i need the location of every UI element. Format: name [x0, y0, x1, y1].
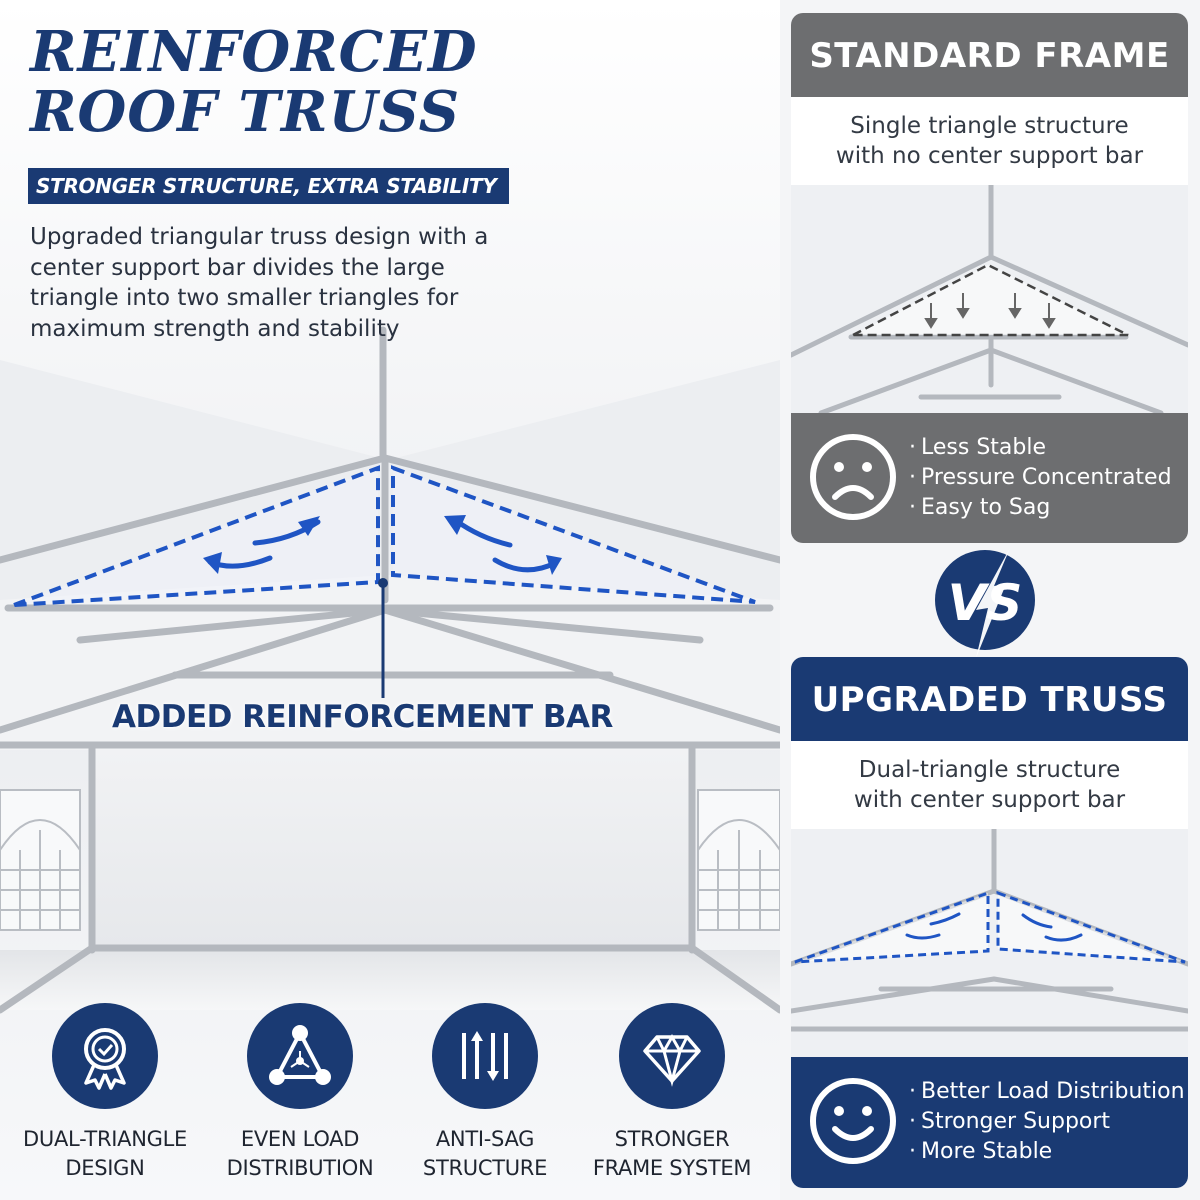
feature-label: ANTI-SAG STRUCTURE: [390, 1125, 580, 1183]
bars-arrows-icon: [432, 1003, 538, 1109]
feature-label-line-2: DESIGN: [65, 1156, 145, 1180]
list-item: ·Stronger Support: [909, 1109, 1111, 1134]
versus-badge: VS: [935, 548, 1035, 658]
upgraded-benefits: ·Better Load Distribution ·Stronger Supp…: [791, 1057, 1188, 1187]
feature-label-line-2: STRUCTURE: [422, 1156, 548, 1180]
dual-triangle-highlight: [13, 465, 756, 607]
feature-label: DUAL-TRIANGLE DESIGN: [10, 1125, 200, 1183]
upgraded-truss-card: UPGRADED TRUSS Dual-triangle structure w…: [791, 657, 1188, 1188]
sad-face-icon: [810, 434, 896, 520]
bullet-text: Less Stable: [921, 435, 1047, 460]
steel-frame: [0, 326, 780, 1014]
feature-label-line-2: FRAME SYSTEM: [592, 1156, 752, 1180]
upgraded-subtitle-line-1: Dual-triangle structure: [858, 757, 1121, 783]
feature-label-line-1: EVEN LOAD: [240, 1127, 360, 1151]
list-item: ·Better Load Distribution: [909, 1079, 1185, 1104]
list-item: ·Pressure Concentrated: [909, 465, 1172, 490]
upgraded-subtitle: Dual-triangle structure with center supp…: [791, 741, 1188, 829]
title-line-2: ROOF TRUSS: [30, 79, 461, 145]
feature-label-line-1: STRONGER: [614, 1127, 730, 1151]
title-line-1: REINFORCED: [30, 19, 478, 85]
standard-drawbacks: ·Less Stable ·Pressure Concentrated ·Eas…: [791, 413, 1188, 543]
upgraded-subtitle-line-2: with center support bar: [853, 787, 1126, 813]
feature-anti-sag: ANTI-SAG STRUCTURE: [390, 1003, 580, 1183]
standard-bullet-list: ·Less Stable ·Pressure Concentrated ·Eas…: [909, 433, 1172, 523]
standard-subtitle-line-2: with no center support bar: [835, 143, 1144, 169]
feature-label-line-1: DUAL-TRIANGLE: [23, 1127, 187, 1151]
upgraded-bullet-list: ·Better Load Distribution ·Stronger Supp…: [909, 1077, 1185, 1167]
truss-hero-panel: REINFORCED ROOF TRUSS STRONGER STRUCTURE…: [0, 0, 780, 1200]
versus-text: VS: [948, 574, 1023, 632]
tent-interior-illustration: [0, 326, 780, 1014]
bullet-text: Pressure Concentrated: [921, 465, 1172, 490]
page-title: REINFORCED ROOF TRUSS: [30, 22, 478, 142]
bullet-text: More Stable: [921, 1139, 1053, 1164]
feature-even-load: EVEN LOAD DISTRIBUTION: [205, 1003, 395, 1183]
feature-label: EVEN LOAD DISTRIBUTION: [205, 1125, 395, 1183]
list-item: ·Less Stable: [909, 435, 1047, 460]
standard-heading: STANDARD FRAME: [809, 36, 1170, 76]
bullet-text: Better Load Distribution: [921, 1079, 1185, 1104]
arrow-heads: [203, 515, 562, 575]
standard-frame-illustration: [791, 185, 1188, 413]
upgraded-truss-illustration: [791, 829, 1188, 1057]
right-window: [697, 789, 780, 931]
ribbon-badge-icon: [52, 1003, 158, 1109]
feature-label-line-2: DISTRIBUTION: [226, 1156, 374, 1180]
diamond-icon: [619, 1003, 725, 1109]
feature-label: STRONGER FRAME SYSTEM: [577, 1125, 767, 1183]
tagline-banner: STRONGER STRUCTURE, EXTRA STABILITY: [28, 168, 509, 204]
triangle-nodes-icon: [247, 1003, 353, 1109]
description-text: Upgraded triangular truss design with a …: [30, 224, 489, 342]
left-window: [0, 789, 81, 931]
bullet-text: Stronger Support: [921, 1109, 1111, 1134]
standard-subtitle-line-1: Single triangle structure: [850, 113, 1129, 139]
reinforcement-callout: ADDED REINFORCEMENT BAR: [112, 699, 613, 735]
feature-label-line-1: ANTI-SAG: [435, 1127, 535, 1151]
feature-stronger-frame: STRONGER FRAME SYSTEM: [577, 1003, 767, 1183]
standard-subtitle: Single triangle structure with no center…: [791, 97, 1188, 185]
list-item: ·Easy to Sag: [909, 495, 1051, 520]
standard-frame-card: STANDARD FRAME Single triangle structure…: [791, 13, 1188, 543]
bullet-text: Easy to Sag: [921, 495, 1051, 520]
smiley-face-icon: [810, 1078, 896, 1164]
feature-dual-triangle: DUAL-TRIANGLE DESIGN: [10, 1003, 200, 1183]
list-item: ·More Stable: [909, 1139, 1053, 1164]
upgraded-heading: UPGRADED TRUSS: [811, 680, 1168, 720]
